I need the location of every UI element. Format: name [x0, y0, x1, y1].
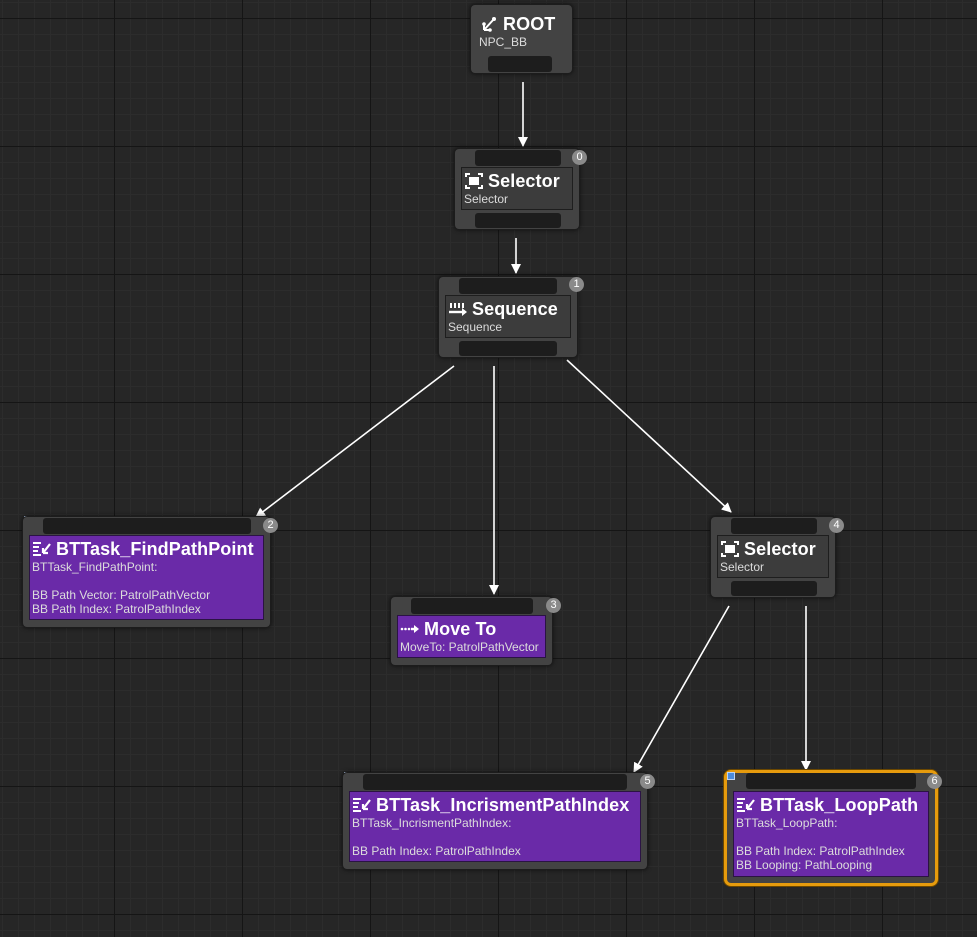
- input-pin[interactable]: [746, 773, 916, 789]
- output-pin[interactable]: [731, 581, 817, 596]
- node-detail-line: [736, 830, 926, 844]
- node-detail-line: BB Path Index: PatrolPathIndex: [736, 844, 905, 858]
- node-detail-line: BTTask_FindPathPoint:: [32, 560, 158, 574]
- wire-sequence-to-selector4: [566, 359, 732, 513]
- execution-index-badge: 1: [569, 277, 584, 292]
- task-body: BTTask_LoopPath BTTask_LoopPath: BB Path…: [733, 791, 929, 877]
- node-detail-line: BB Path Index: PatrolPathIndex: [32, 602, 201, 616]
- bp-task-icon: [33, 542, 51, 556]
- task-node-incrisment-path-index[interactable]: BTTask_IncrismentPathIndex BTTask_Incris…: [342, 772, 648, 870]
- wire-selector4-to-increment: [633, 605, 730, 773]
- selector-node-0[interactable]: Selector Selector: [454, 148, 580, 230]
- task-body: BTTask_IncrismentPathIndex BTTask_Incris…: [349, 791, 641, 862]
- task-body: BTTask_FindPathPoint BTTask_FindPathPoin…: [29, 535, 264, 620]
- bp-task-icon: [737, 798, 755, 812]
- node-detail-line: BTTask_IncrismentPathIndex:: [352, 816, 512, 830]
- node-subtitle: Sequence: [448, 320, 503, 334]
- bp-task-icon: [353, 798, 371, 812]
- node-detail-line: BTTask_LoopPath:: [736, 816, 838, 830]
- node-title: BTTask_IncrismentPathIndex: [376, 794, 630, 815]
- node-title: Move To: [424, 618, 497, 639]
- input-pin[interactable]: [475, 150, 561, 166]
- node-title: BTTask_FindPathPoint: [56, 538, 254, 559]
- node-detail-line: [352, 830, 638, 844]
- selector-icon: [721, 541, 739, 557]
- sequence-node-1[interactable]: Sequence Sequence: [438, 276, 578, 358]
- node-subtitle: NPC_BB: [479, 35, 528, 49]
- node-subtitle: Selector: [720, 560, 765, 574]
- node-subtitle: Selector: [464, 192, 509, 206]
- selector-node-4[interactable]: Selector Selector: [710, 516, 836, 598]
- execution-index-badge: 6: [927, 774, 942, 789]
- task-node-find-path-point[interactable]: BTTask_FindPathPoint BTTask_FindPathPoin…: [22, 516, 271, 628]
- node-title: Selector: [488, 170, 560, 191]
- execution-index-badge: 0: [572, 150, 587, 165]
- selector-body: Selector Selector: [461, 167, 573, 210]
- input-pin[interactable]: [731, 518, 817, 534]
- node-detail-line: BB Looping: PathLooping: [736, 858, 873, 872]
- task-body: Move To MoveTo: PatrolPathVector: [397, 615, 546, 658]
- execution-index-badge: 2: [263, 518, 278, 533]
- output-pin[interactable]: [488, 56, 552, 72]
- sequence-icon: [449, 303, 467, 316]
- wire-sequence-to-findpath: [255, 365, 455, 518]
- node-detail-line: BB Path Index: PatrolPathIndex: [352, 844, 521, 858]
- sequence-body: Sequence Sequence: [445, 295, 571, 338]
- input-pin[interactable]: [363, 774, 627, 790]
- execution-index-badge: 5: [640, 774, 655, 789]
- node-detail-line: [32, 574, 261, 588]
- root-node[interactable]: ROOT NPC_BB: [470, 4, 573, 74]
- execution-index-badge: 4: [829, 518, 844, 533]
- output-pin[interactable]: [475, 213, 561, 228]
- blueprint-icon: [727, 772, 735, 780]
- node-detail-line: BB Path Vector: PatrolPathVector: [32, 588, 211, 602]
- node-title: BTTask_LoopPath: [760, 794, 919, 815]
- node-title: Selector: [744, 538, 816, 559]
- node-subtitle: MoveTo: PatrolPathVector: [400, 640, 539, 654]
- output-pin[interactable]: [459, 341, 557, 356]
- node-title: Sequence: [472, 298, 558, 319]
- node-title: ROOT: [503, 13, 556, 34]
- selector-icon: [465, 173, 483, 189]
- root-body: ROOT NPC_BB: [477, 11, 566, 53]
- input-pin[interactable]: [411, 598, 533, 614]
- input-pin[interactable]: [459, 278, 557, 294]
- task-node-loop-path[interactable]: BTTask_LoopPath BTTask_LoopPath: BB Path…: [724, 770, 938, 886]
- selector-body: Selector Selector: [717, 535, 829, 578]
- move-to-icon: [400, 625, 419, 633]
- input-pin[interactable]: [43, 518, 251, 534]
- task-node-move-to[interactable]: Move To MoveTo: PatrolPathVector: [390, 596, 553, 666]
- execution-index-badge: 3: [546, 598, 561, 613]
- root-icon: [482, 17, 496, 32]
